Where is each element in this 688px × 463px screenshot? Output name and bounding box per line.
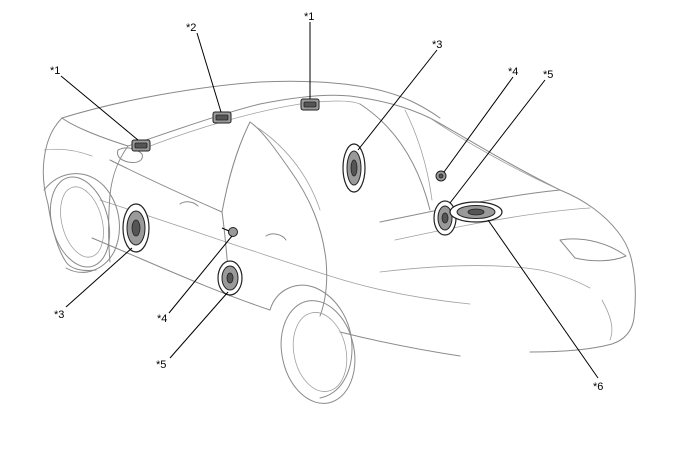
leader-lines [60,22,599,379]
body-crease [99,199,471,305]
callout-3-rear: *3 [432,39,442,51]
tail-light [559,238,627,262]
hood-front [42,117,63,205]
rear-deck-speaker-small [433,200,457,236]
rear-door-window [257,127,321,211]
roof-speaker-center [212,111,232,124]
callout-4-front: *4 [157,313,167,325]
rear-oval-speaker [449,201,503,223]
callout-5-front: *5 [156,359,166,371]
roof-speaker-rear [300,98,320,111]
front-tweeter [131,139,151,152]
front-door-speaker [122,203,150,253]
callout-2: *2 [186,22,196,34]
rear-bumper-inner [601,299,613,341]
rear-window-inner [404,109,561,201]
callout-4-rear: *4 [508,66,518,78]
callout-6: *6 [593,381,603,393]
roof-outline [61,80,441,119]
callout-3-front: *3 [54,309,64,321]
tail-light-inner [379,265,591,289]
speaker-parts [122,98,503,296]
rocker-panel [91,237,461,357]
rear-pillar-speaker [342,143,366,193]
callout-5-rear: *5 [543,69,553,81]
windshield [61,94,351,147]
a-pillar [109,145,129,196]
callout-1-front: *1 [50,65,60,77]
rear-wheel [269,284,356,404]
front-door-handle [179,201,199,207]
rear-window [349,95,561,191]
rear-deck-inner [394,207,591,241]
front-door-clip [221,227,238,237]
trunk-lid [559,189,633,263]
callout-1-roof: *1 [304,11,314,23]
side-mirror [117,147,143,163]
front-wheel [43,173,120,273]
rear-door-speaker [217,260,243,296]
c-pillar [359,103,431,211]
roof-inner-line [139,100,361,151]
rear-door-handle [265,233,287,241]
rear-door [249,121,328,317]
car-body [42,80,636,404]
rear-bumper [529,261,636,353]
callout-labels: *1 *2 *1 *3 *4 *5 *3 *4 *5 *6 [50,11,603,393]
b-pillar [221,121,251,213]
headlight-line [43,148,93,157]
rear-deck-clip [435,170,447,182]
